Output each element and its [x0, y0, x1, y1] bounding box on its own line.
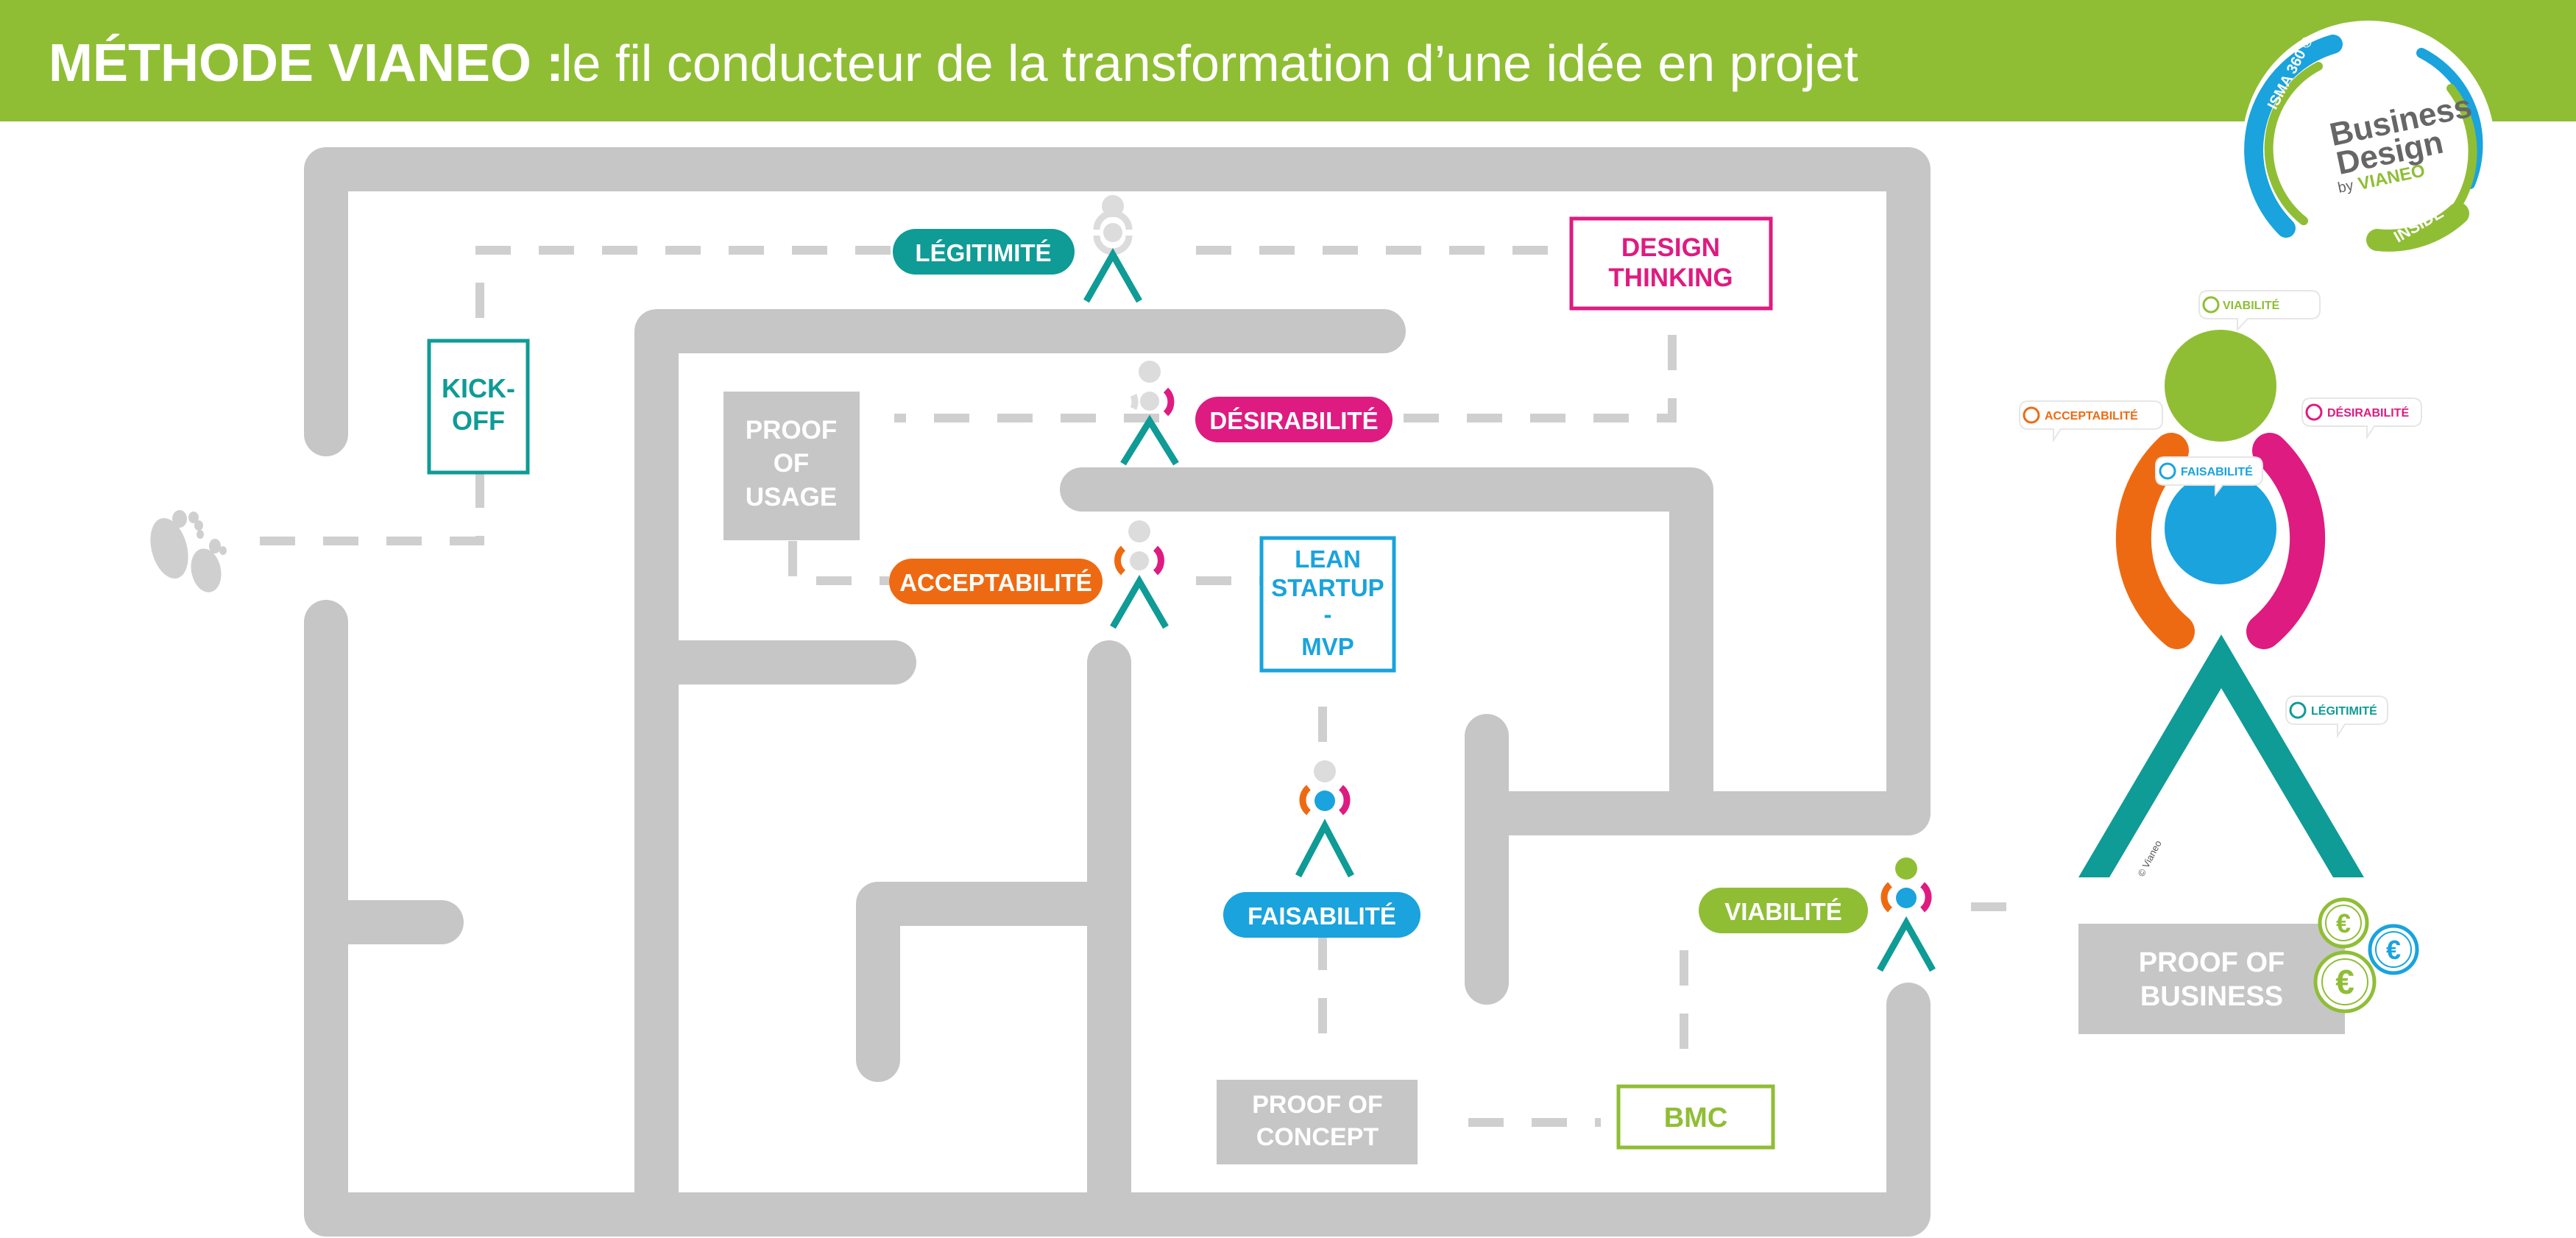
big-figure-legs	[2078, 634, 2364, 877]
title-subtitle: le fil conducteur de la transformation d…	[561, 35, 1858, 92]
svg-text:THINKING: THINKING	[1608, 263, 1733, 292]
big-figure-head	[2165, 330, 2276, 442]
svg-text:€: €	[2386, 935, 2401, 965]
maze-walls	[304, 147, 1931, 1237]
svg-text:€: €	[2335, 963, 2354, 1001]
pill-legitimite: LÉGITIMITÉ	[893, 229, 1075, 275]
step-kickoff: KICK- OFF	[427, 339, 530, 475]
proof-of-business: PROOF OF BUSINESS	[2078, 924, 2345, 1034]
step-lean-startup-mvp: LEAN STARTUP - MVP	[1259, 536, 1396, 673]
svg-text:PROOF OF: PROOF OF	[1252, 1091, 1383, 1119]
big-figure-arm-right	[2246, 433, 2326, 649]
proof-of-concept: PROOF OF CONCEPT	[1217, 1080, 1418, 1164]
figure-viabilite	[1877, 857, 1936, 972]
footprints-icon	[150, 510, 227, 593]
header-bar	[0, 0, 2576, 121]
euro-coins-icon: € € €	[2313, 897, 2419, 1014]
svg-text:FAISABILITÉ: FAISABILITÉ	[1248, 902, 1396, 930]
svg-text:BUSINESS: BUSINESS	[2140, 981, 2283, 1012]
tag-legitimite: LÉGITIMITÉ	[2285, 696, 2388, 739]
figure-legitimite	[1083, 195, 1142, 303]
svg-text:MVP: MVP	[1301, 633, 1354, 660]
svg-text:FAISABILITÉ: FAISABILITÉ	[2181, 464, 2253, 478]
svg-text:DESIGN: DESIGN	[1621, 233, 1720, 262]
svg-text:USAGE: USAGE	[746, 483, 837, 512]
svg-text:€: €	[2336, 908, 2351, 938]
copyright: © Vianeo	[2135, 838, 2163, 878]
svg-text:LEAN: LEAN	[1295, 545, 1361, 573]
svg-text:VIABILITÉ: VIABILITÉ	[2223, 298, 2280, 312]
big-figure: © Vianeo	[2078, 330, 2364, 878]
step-bmc: BMC	[1616, 1084, 1775, 1150]
tag-viabilite: VIABILITÉ	[2198, 290, 2321, 332]
svg-text:PROOF: PROOF	[746, 416, 837, 445]
dashed-path	[260, 246, 2015, 1127]
svg-text:CONCEPT: CONCEPT	[1256, 1123, 1379, 1151]
big-figure-body	[2165, 473, 2276, 584]
figure-acceptabilite	[1110, 520, 1169, 629]
svg-text:OF: OF	[774, 449, 810, 478]
svg-text:VIABILITÉ: VIABILITÉ	[1724, 898, 1842, 925]
figure-faisabilite	[1295, 760, 1354, 878]
svg-text:ACCEPTABILITÉ: ACCEPTABILITÉ	[899, 569, 1092, 596]
svg-text:LÉGITIMITÉ: LÉGITIMITÉ	[2311, 704, 2377, 718]
big-figure-arm-left	[2115, 433, 2195, 649]
svg-text:DÉSIRABILITÉ: DÉSIRABILITÉ	[2327, 406, 2409, 420]
svg-text:-: -	[1324, 601, 1332, 628]
svg-text:STARTUP: STARTUP	[1271, 574, 1384, 601]
tag-faisabilite: FAISABILITÉ	[2155, 456, 2263, 497]
proof-of-usage: PROOF OF USAGE	[723, 392, 860, 540]
svg-text:by: by	[2336, 177, 2354, 197]
figure-desirabilite	[1120, 361, 1179, 466]
svg-text:LÉGITIMITÉ: LÉGITIMITÉ	[915, 239, 1051, 266]
tag-desirabilite: DÉSIRABILITÉ	[2301, 397, 2422, 440]
pill-faisabilite: FAISABILITÉ	[1223, 892, 1420, 938]
svg-text:ACCEPTABILITÉ: ACCEPTABILITÉ	[2045, 408, 2138, 422]
svg-text:KICK-: KICK-	[442, 373, 515, 403]
pill-desirabilite: DÉSIRABILITÉ	[1195, 397, 1393, 442]
pill-viabilite: VIABILITÉ	[1699, 888, 1868, 933]
svg-text:PROOF OF: PROOF OF	[2139, 947, 2285, 978]
title-bold: MÉTHODE VIANEO :	[49, 34, 564, 93]
svg-text:OFF: OFF	[452, 406, 505, 436]
step-design-thinking: DESIGN THINKING	[1569, 216, 1773, 311]
business-design-badge: ISMA 360 ® Business Design by VIANEO INS…	[2242, 21, 2495, 274]
svg-text:BMC: BMC	[1664, 1103, 1728, 1133]
svg-text:DÉSIRABILITÉ: DÉSIRABILITÉ	[1209, 407, 1378, 434]
pill-acceptabilite: ACCEPTABILITÉ	[889, 559, 1103, 604]
tag-acceptabilite: ACCEPTABILITÉ	[2019, 400, 2163, 443]
